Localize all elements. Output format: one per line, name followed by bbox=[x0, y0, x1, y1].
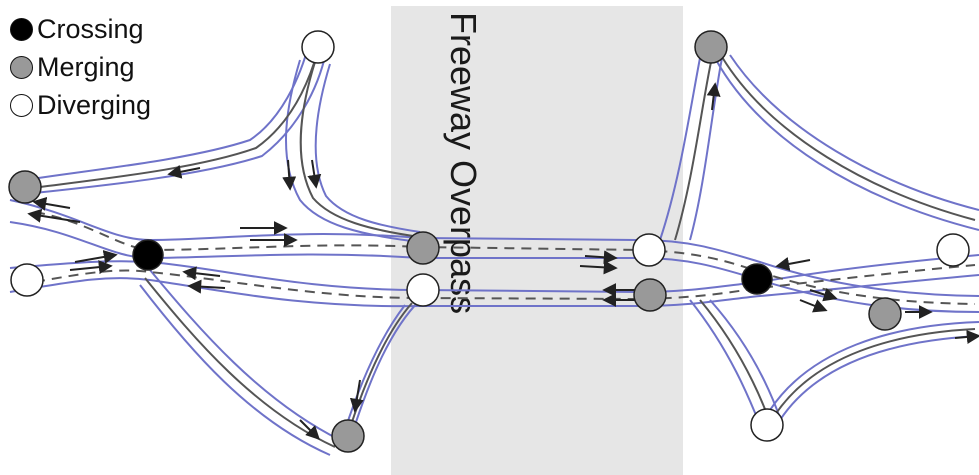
direction-arrow bbox=[74, 250, 118, 264]
direction-arrow bbox=[307, 159, 322, 189]
road-edge bbox=[709, 299, 781, 419]
direction-arrow bbox=[27, 208, 81, 223]
diverging-point bbox=[301, 30, 335, 64]
road-edge bbox=[769, 321, 979, 411]
direction-arrow bbox=[954, 329, 979, 344]
road-edge bbox=[779, 335, 979, 421]
lane-line bbox=[349, 302, 413, 429]
direction-arrow bbox=[32, 196, 71, 211]
crossing-point bbox=[741, 263, 773, 295]
lane-line bbox=[774, 328, 976, 416]
direction-arrow bbox=[299, 419, 320, 440]
crossing-legend-icon bbox=[10, 17, 33, 41]
direction-arrow bbox=[706, 82, 721, 111]
legend: Crossing Merging Diverging bbox=[10, 10, 151, 124]
merging-point bbox=[406, 231, 440, 265]
direction-arrow bbox=[182, 266, 221, 281]
legend-item-merging: Merging bbox=[10, 48, 151, 86]
road-edge bbox=[714, 57, 979, 231]
road-edge bbox=[24, 39, 311, 181]
diverging-point bbox=[406, 273, 440, 307]
merging-point bbox=[331, 419, 365, 453]
merging-point bbox=[8, 170, 42, 204]
road-edge bbox=[314, 63, 421, 233]
merging-point bbox=[694, 30, 728, 64]
road-edge bbox=[24, 51, 327, 195]
road-edge bbox=[689, 57, 723, 241]
legend-label: Diverging bbox=[37, 90, 152, 120]
crossing-point bbox=[132, 239, 164, 271]
legend-label: Merging bbox=[37, 52, 135, 82]
direction-arrow bbox=[349, 379, 364, 413]
diverging-point bbox=[936, 233, 970, 267]
lane-line bbox=[34, 264, 976, 301]
merging-point bbox=[868, 297, 902, 331]
diverging-point bbox=[750, 408, 784, 442]
diverging-point bbox=[632, 233, 666, 267]
lane-line bbox=[299, 61, 421, 238]
road-edge bbox=[659, 57, 701, 241]
legend-item-diverging: Diverging bbox=[10, 86, 151, 124]
direction-arrow bbox=[584, 250, 618, 265]
direction-arrow bbox=[799, 299, 828, 313]
road-edge bbox=[354, 299, 421, 426]
lane-line bbox=[39, 49, 319, 188]
road-edge bbox=[285, 59, 421, 243]
direction-arrow bbox=[775, 257, 811, 271]
direction-arrow bbox=[167, 164, 201, 179]
legend-label: Crossing bbox=[37, 14, 144, 44]
direction-arrow bbox=[187, 279, 226, 294]
legend-item-crossing: Crossing bbox=[10, 10, 151, 48]
road-edge bbox=[149, 269, 341, 441]
diverging-legend-icon bbox=[10, 93, 33, 117]
direction-arrow bbox=[809, 287, 838, 302]
direction-arrow bbox=[282, 159, 297, 191]
lane-line bbox=[721, 56, 976, 221]
road-edge bbox=[139, 284, 331, 456]
merging-point bbox=[633, 278, 667, 312]
road-edge bbox=[729, 54, 979, 211]
diverging-point bbox=[10, 263, 44, 297]
direction-arrow bbox=[579, 260, 618, 275]
road-edge bbox=[344, 304, 406, 431]
lane-line bbox=[699, 299, 771, 423]
merging-legend-icon bbox=[10, 55, 33, 79]
direction-arrow bbox=[69, 260, 113, 275]
lane-line bbox=[674, 61, 712, 241]
